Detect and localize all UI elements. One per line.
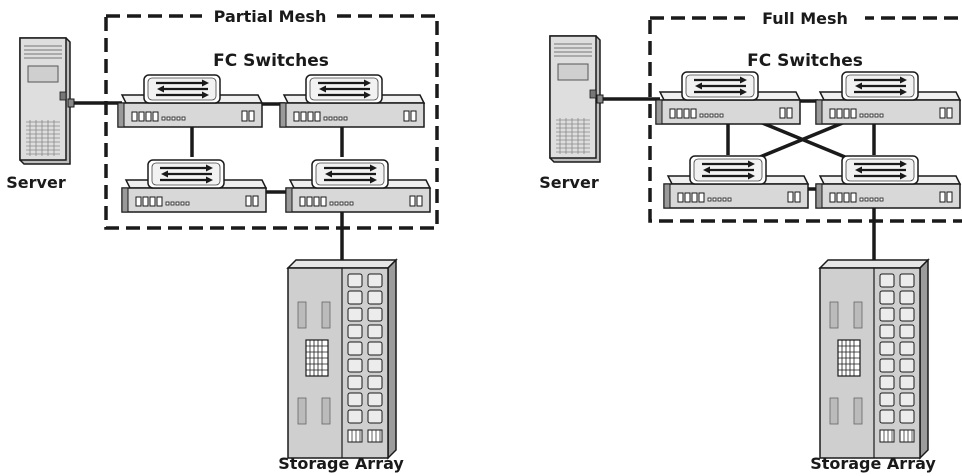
partial-switch-1 [116,73,264,129]
full-mesh-panel: Full Mesh FC Switches Server Storage Arr… [539,6,962,473]
full-switch-2 [814,70,962,126]
link-switch-2-to-switch-3 [759,120,846,159]
partial-switch-2 [278,73,426,129]
partial-mesh-title: Partial Mesh [214,7,327,26]
full-server [549,35,601,163]
partial-storage-array [287,259,397,459]
partial-server-port [67,98,75,108]
full-switch-1 [654,70,802,126]
full-server-label: Server [539,173,599,192]
full-server-port [596,94,604,104]
full-mesh-boundary [648,16,962,223]
partial-mesh-panel: Partial Mesh FC Switches Server Storage … [6,4,439,473]
full-switches-label: FC Switches [747,51,863,71]
full-storage-label: Storage Array [810,454,936,473]
partial-storage-label: Storage Array [278,454,404,473]
partial-server-label: Server [6,173,66,192]
partial-server [19,37,71,165]
partial-mesh-boundary [104,14,439,230]
partial-switch-3 [120,158,268,214]
full-mesh-title: Full Mesh [762,9,848,28]
full-storage-array [819,259,929,459]
full-switch-3 [662,154,810,210]
partial-switches-label: FC Switches [213,51,329,71]
full-switch-4 [814,154,962,210]
full-mesh-links [600,97,876,262]
partial-switch-4 [284,158,432,214]
